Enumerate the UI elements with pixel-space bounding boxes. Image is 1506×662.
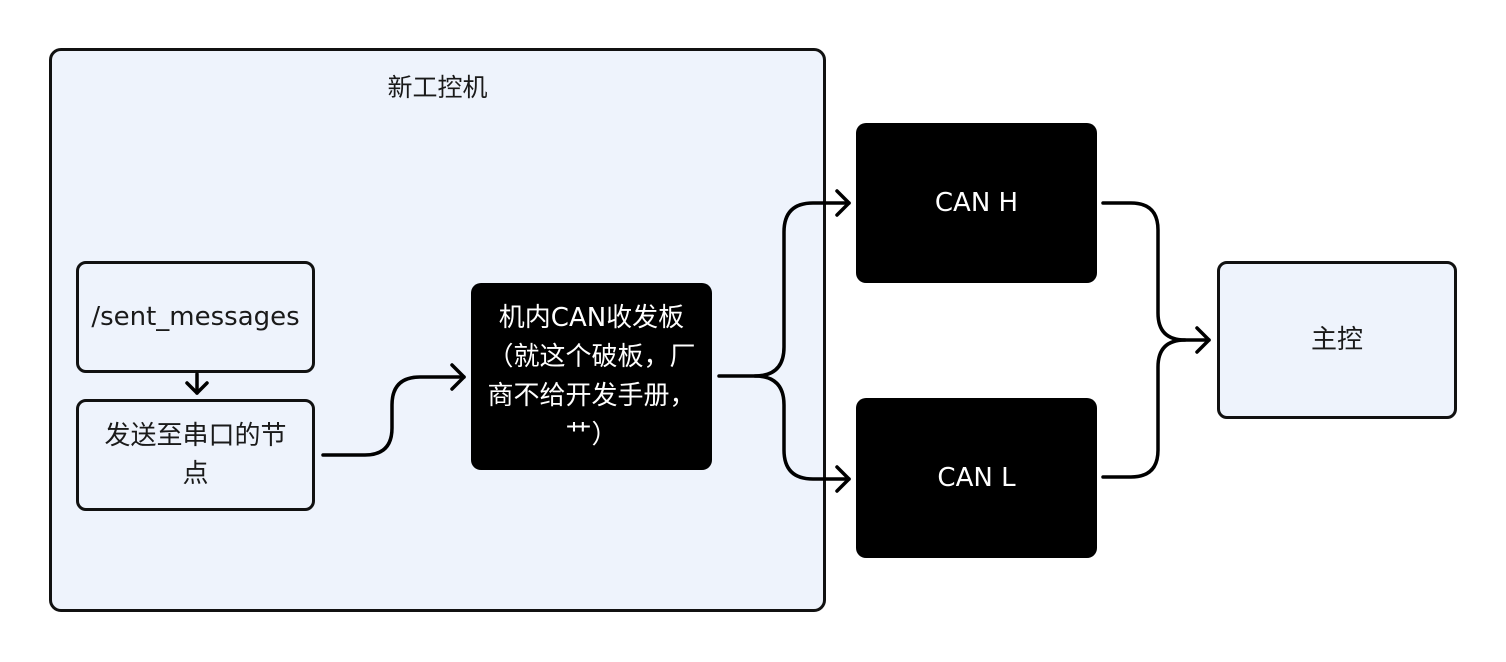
- edge-board-to-canh-arrowhead: [835, 189, 851, 217]
- sent-messages-node[interactable]: /sent_messages: [76, 261, 315, 373]
- can-transceiver-board-label: 机内CAN收发板（就这个破板，厂商不给开发手册，艹）: [487, 302, 696, 450]
- serial-sender-label: 发送至串口的节点: [104, 421, 287, 489]
- edge-to-master-arrowhead: [1195, 326, 1211, 354]
- master-controller-label: 主控: [1310, 325, 1363, 355]
- master-controller-node[interactable]: 主控: [1217, 261, 1457, 419]
- can-transceiver-board-node[interactable]: 机内CAN收发板（就这个破板，厂商不给开发手册，艹）: [471, 283, 712, 470]
- serial-sender-node[interactable]: 发送至串口的节点: [76, 399, 315, 511]
- sent-messages-label: /sent_messages: [91, 302, 300, 332]
- can-l-label: CAN L: [937, 463, 1016, 493]
- edge-board-to-canl-arrowhead: [835, 465, 851, 493]
- container-title: 新工控机: [387, 73, 488, 102]
- edge-canl-to-master: [1101, 338, 1187, 479]
- can-l-node[interactable]: CAN L: [856, 398, 1097, 558]
- edge-canh-to-master: [1101, 201, 1211, 342]
- can-h-label: CAN H: [934, 188, 1019, 218]
- can-h-node[interactable]: CAN H: [856, 123, 1097, 283]
